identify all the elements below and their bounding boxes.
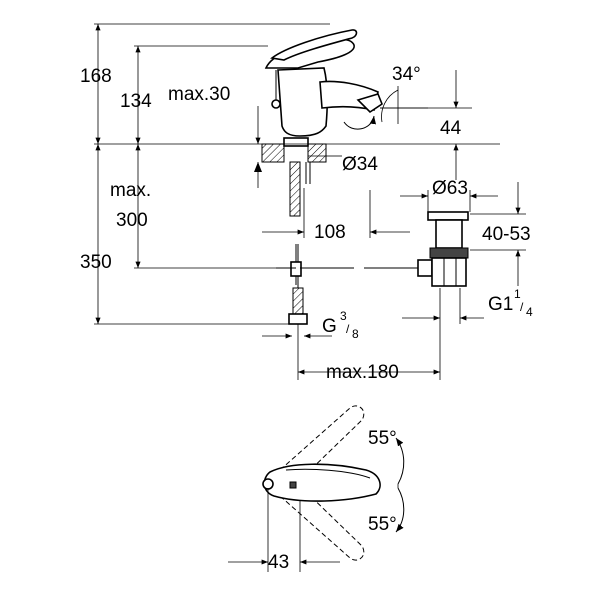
svg-text:/: /: [346, 322, 350, 336]
dim-hole-diameter: Ø34: [342, 154, 378, 175]
dim-drain-diameter: Ø63: [432, 178, 468, 199]
dim-44: 44: [440, 118, 462, 139]
svg-text:4: 4: [526, 305, 533, 319]
dim-350: 350: [80, 252, 112, 273]
faucet-top-view: [228, 405, 405, 572]
dim-134: 134: [120, 91, 152, 112]
dim-lever-max: max.30: [168, 84, 230, 105]
dim-max-180: max.180: [326, 362, 399, 383]
svg-text:G: G: [322, 316, 337, 337]
dim-40-53: 40-53: [482, 224, 531, 245]
inlet-fitting: [288, 244, 308, 325]
dim-drain-thread: G1 1 / 4: [488, 287, 533, 319]
dim-168: 168: [80, 66, 112, 87]
dim-angle-up: 55°: [368, 428, 397, 449]
dim-spout-angle: 34°: [392, 64, 421, 85]
dim-max-300: 300: [116, 210, 148, 231]
dim-43: 43: [268, 552, 289, 573]
svg-text:8: 8: [352, 327, 359, 341]
popup-linkage: [276, 244, 433, 285]
dim-inlet-thread: G 3 / 8: [322, 309, 359, 341]
dim-angle-down: 55°: [368, 514, 397, 535]
dim-108: 108: [314, 222, 346, 243]
drain-assembly: [427, 211, 469, 287]
dim-max-label: max.: [110, 180, 151, 201]
svg-text:1: 1: [514, 287, 521, 301]
deck-section: [261, 137, 327, 217]
dimension-lines: [94, 23, 526, 380]
svg-text:3: 3: [340, 309, 347, 323]
svg-text:/: /: [520, 300, 524, 314]
svg-text:G1: G1: [488, 294, 513, 315]
faucet-side-view: [264, 29, 383, 137]
